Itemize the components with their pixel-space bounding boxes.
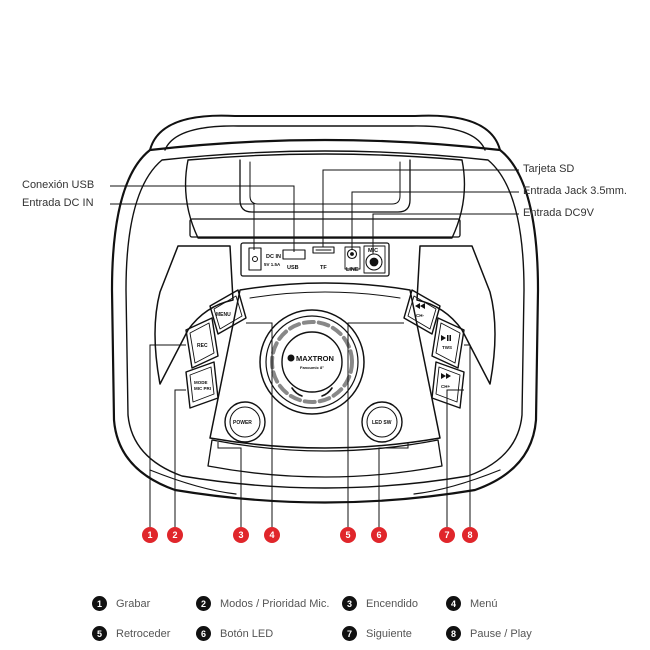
marker-2: 2 — [167, 527, 183, 543]
callout-lines — [110, 169, 519, 254]
legend-label: Retroceder — [116, 627, 171, 640]
marker-line-4 — [246, 322, 273, 527]
panel-label-dc-in: DC IN — [266, 254, 281, 260]
panel-label-dc-spec: 5V 1.5A — [264, 262, 281, 267]
next-button-label: CH+ — [441, 384, 450, 389]
callout-usb-connection: Conexión USB — [22, 179, 95, 191]
mic-jack — [365, 253, 383, 271]
menu-button-shape — [209, 289, 247, 335]
marker-7: 7 — [439, 527, 455, 543]
marker-5: 5 — [340, 527, 356, 543]
panel-label-line: LINE — [346, 267, 359, 273]
legend-badge: 5 — [92, 626, 107, 641]
speaker-cone — [281, 331, 343, 393]
callout-jack-input: Entrada Jack 3.5mm. — [523, 185, 627, 197]
legend-item-7: 7 Siguiente — [342, 626, 412, 641]
led-button-label: LED SW — [372, 420, 392, 426]
callout-dc-in-input: Entrada DC IN — [22, 197, 94, 209]
play-button-label: TWS — [442, 345, 452, 350]
play-button-shape — [431, 317, 465, 369]
marker-1: 1 — [142, 527, 158, 543]
body-outer — [110, 138, 540, 504]
dc9v-leader — [372, 213, 519, 254]
power-button-label: POWER — [233, 420, 252, 426]
legend-label: Modos / Prioridad Mic. — [220, 597, 330, 610]
marker-4: 4 — [264, 527, 280, 543]
handle-outline — [149, 114, 501, 151]
next-button-shape — [431, 361, 465, 409]
marker-6: 6 — [371, 527, 387, 543]
marker-3: 3 — [233, 527, 249, 543]
led-button — [361, 401, 403, 443]
legend-item-3: 3 Encendido — [342, 596, 418, 611]
handle-inner — [164, 125, 486, 151]
marker-line-7 — [446, 389, 464, 527]
marker-line-2 — [174, 389, 186, 527]
legend-label: Grabar — [116, 597, 151, 610]
body-inner — [125, 150, 525, 489]
legend-item-4: 4 Menú — [446, 596, 498, 611]
top-face — [184, 153, 466, 239]
legend-label: Siguiente — [366, 627, 412, 640]
marker-lines — [149, 322, 471, 527]
top-cavity — [239, 159, 411, 213]
play-icon — [441, 335, 451, 341]
brand-name: MAXTRON — [296, 354, 334, 363]
legend-badge: 1 — [92, 596, 107, 611]
legend-badge: 3 — [342, 596, 357, 611]
legend-item-2: 2 Modos / Prioridad Mic. — [196, 596, 329, 611]
power-button — [224, 401, 266, 443]
prev-button-label: CH- — [416, 313, 424, 318]
dc-in-port — [248, 247, 262, 271]
speaker-outer — [259, 309, 365, 415]
legend-badge: 4 — [446, 596, 461, 611]
rec-button-label: REC — [197, 343, 208, 349]
mode-button-label: MODE — [194, 380, 208, 385]
marker-8: 8 — [462, 527, 478, 543]
brand-model: Fanoumic 8" — [300, 365, 324, 370]
callout-sd-card: Tarjeta SD — [523, 163, 575, 175]
menu-button-label: MENU — [216, 312, 231, 318]
front-panel — [209, 282, 441, 449]
legend-badge: 8 — [446, 626, 461, 641]
legend-item-6: 6 Botón LED — [196, 626, 273, 641]
legend-item-8: 8 Pause / Play — [446, 626, 532, 641]
top-strip — [189, 218, 461, 238]
rec-button-shape — [185, 317, 219, 369]
port-panel — [240, 242, 390, 277]
panel-label-mic: MIC — [368, 248, 378, 254]
marker-line-1 — [149, 344, 186, 527]
legend-item-1: 1 Grabar — [92, 596, 150, 611]
panel-label-tf: TF — [320, 265, 327, 271]
sd-leader — [322, 169, 519, 247]
dc-in-leader — [110, 203, 255, 250]
panel-label-usb: USB — [287, 265, 299, 271]
brand-logo-icon — [287, 354, 295, 362]
marker-line-6 — [378, 442, 409, 527]
legend-badge: 2 — [196, 596, 211, 611]
legend-label: Botón LED — [220, 627, 274, 640]
legend-label: Pause / Play — [470, 627, 532, 640]
jack-leader — [351, 191, 519, 250]
prev-button-shape — [403, 289, 441, 335]
mode-button-shape — [185, 361, 219, 409]
right-wing — [416, 245, 496, 385]
legend-label: Menú — [470, 597, 498, 610]
marker-line-8 — [464, 344, 471, 527]
usb-leader — [110, 185, 295, 252]
legend-badge: 7 — [342, 626, 357, 641]
marker-line-3 — [217, 442, 242, 527]
legend-item-5: 5 Retroceder — [92, 626, 170, 641]
mic-pri-button-label: MIC PRI — [194, 386, 211, 391]
legend-label: Encendido — [366, 597, 418, 610]
marker-line-5 — [347, 322, 404, 527]
callout-dc9v-input: Entrada DC9V — [523, 207, 594, 219]
legend-badge: 6 — [196, 626, 211, 641]
next-icon — [441, 373, 451, 379]
prev-icon — [415, 303, 425, 309]
